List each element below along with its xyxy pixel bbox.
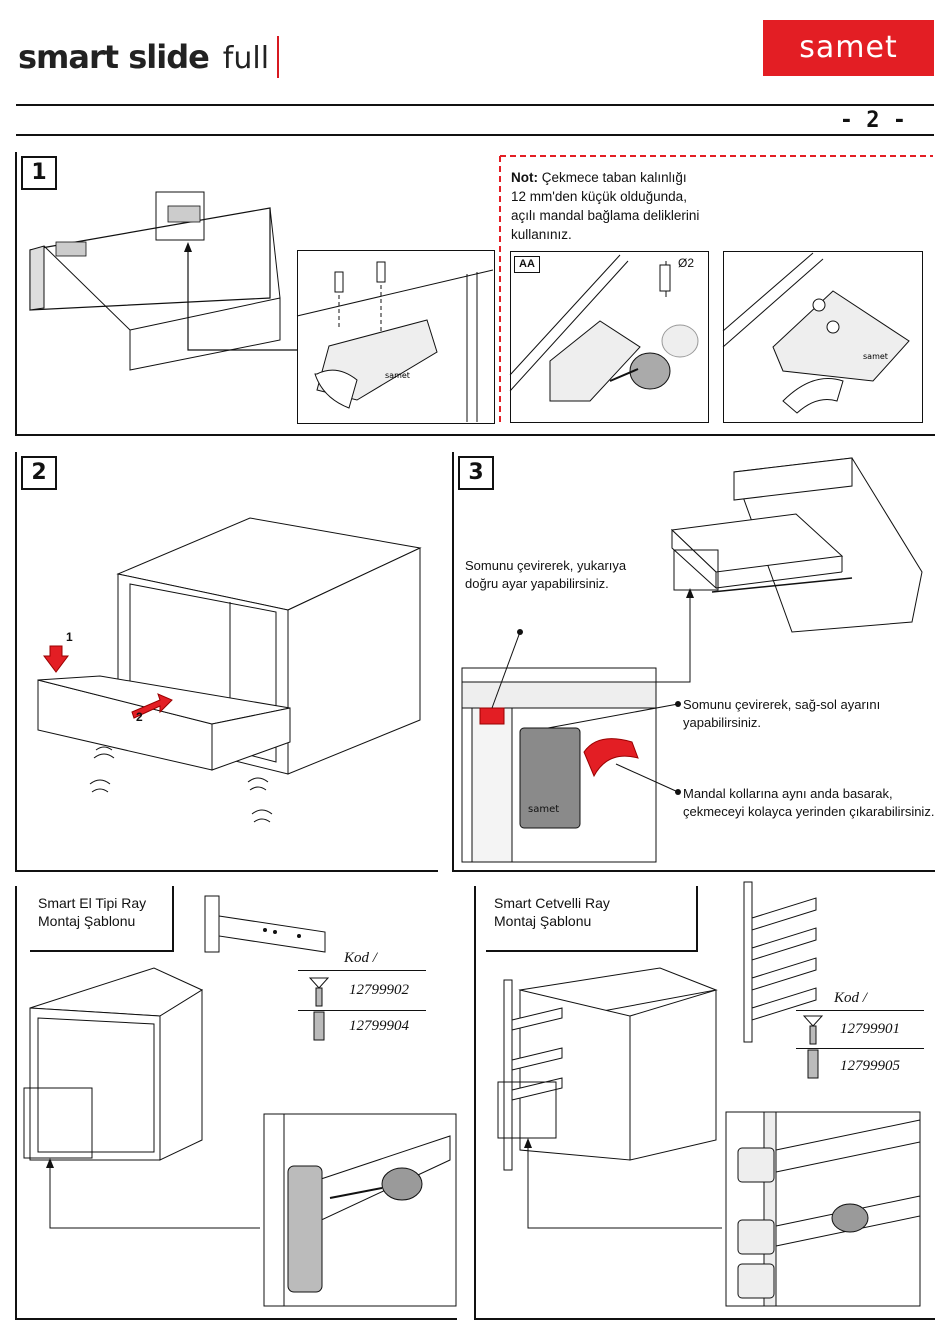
code-rule-2 <box>298 1010 426 1011</box>
template-left-title-1: Smart El Tipi Ray <box>38 895 147 911</box>
detail-aa-illustration <box>509 254 699 402</box>
template-right-frame <box>474 886 935 1320</box>
step2-arrow-1-label: 1 <box>66 630 73 644</box>
note-line-2: 12 mm'den küçük olduğunda, <box>511 189 687 204</box>
code-rule-4 <box>796 1048 924 1049</box>
step3-callout-top: Somunu çevirerek, yukarıya doğru ayar ya… <box>465 557 626 593</box>
screw-icons-right <box>802 1015 824 1079</box>
template-left-cabinet <box>23 967 457 1307</box>
template-right-title-1: Smart Cetvelli Ray <box>494 895 610 911</box>
step1-clip-detail: samet <box>296 261 494 422</box>
step3-number: 3 <box>458 456 494 490</box>
step2-arrow-2-label: 2 <box>136 710 143 724</box>
callout-mid-line-1: Somunu çevirerek, sağ-sol ayarını <box>683 697 881 712</box>
step1-number: 1 <box>21 156 57 190</box>
template-left-title: Smart El Tipi Ray Montaj Şablonu <box>38 894 146 930</box>
callout-top-line-1: Somunu çevirerek, yukarıya <box>465 558 627 573</box>
step3-callout-bottom: Mandal kollarına aynı anda basarak, çekm… <box>683 785 934 821</box>
callout-top-line-2: doğru ayar yapabilirsiniz. <box>465 576 609 591</box>
callout-mid-line-2: yapabilirsiniz. <box>683 715 762 730</box>
template-left-code-2: 12799904 <box>349 1018 409 1034</box>
svg-text:samet: samet <box>863 352 888 361</box>
template-right-title-box <box>486 886 698 952</box>
template-right-title-2: Montaj Şablonu <box>494 913 592 929</box>
step2-cabinet-illustration <box>37 517 422 823</box>
template-right-code-label: Kod / <box>834 990 867 1006</box>
callout-bot-line-2: çekmeceyi kolayca yerinden çıkarabilirsi… <box>683 804 935 819</box>
template-right-code-2: 12799905 <box>840 1058 900 1074</box>
detail-aa-tag: AA <box>514 256 540 273</box>
template-left-code-label: Kod / <box>344 950 377 966</box>
header-rule-bottom <box>16 134 934 136</box>
svg-text:samet: samet <box>528 804 559 815</box>
step3-callout-mid: Somunu çevirerek, sağ-sol ayarını yapabi… <box>683 696 880 732</box>
template-left-code-1: 12799902 <box>349 982 409 998</box>
header-rule-top <box>16 104 934 106</box>
step1-note: Not: Çekmece taban kalınlığı 12 mm'den k… <box>511 168 741 244</box>
samet-logo: samet <box>763 20 934 76</box>
callout-bot-line-1: Mandal kollarına aynı anda basarak, <box>683 786 893 801</box>
note-line-4: kullanınız. <box>511 227 572 242</box>
template-left-title-2: Montaj Şablonu <box>38 913 136 929</box>
step1-angled-clip: samet <box>722 252 910 414</box>
note-line-1: Çekmece taban kalınlığı <box>541 170 687 185</box>
hand-jig-illustration <box>204 895 326 953</box>
brand-bold: smart slide <box>18 38 210 76</box>
screw-icons-left <box>308 977 330 1041</box>
brand-title: smart slide full <box>18 38 269 76</box>
drill-diameter-label: Ø2 <box>678 256 695 270</box>
brand-divider <box>277 36 279 78</box>
template-left-title-box <box>30 886 174 952</box>
template-left-frame <box>15 886 457 1320</box>
code-rule-3 <box>796 1010 924 1011</box>
template-right-code-1: 12799901 <box>840 1021 900 1037</box>
step3-illustration: samet <box>461 457 923 863</box>
page-number: - 2 - <box>839 108 906 133</box>
note-label: Not: <box>511 170 538 185</box>
template-right-cabinet <box>497 967 921 1307</box>
brand-light: full <box>222 41 270 76</box>
step1-frame <box>15 152 935 436</box>
note-dashed-border <box>499 155 933 422</box>
step2-frame <box>15 452 438 872</box>
step2-number: 2 <box>21 456 57 490</box>
step1-drawer-illustration <box>29 191 310 371</box>
code-rule-1 <box>298 970 426 971</box>
note-line-3: açılı mandal bağlama deliklerini <box>511 208 700 223</box>
template-right-title: Smart Cetvelli Ray Montaj Şablonu <box>494 894 610 930</box>
ruler-jig-illustration <box>743 881 817 1043</box>
step1-clip-brand: samet <box>385 371 410 380</box>
step3-frame <box>452 452 935 872</box>
